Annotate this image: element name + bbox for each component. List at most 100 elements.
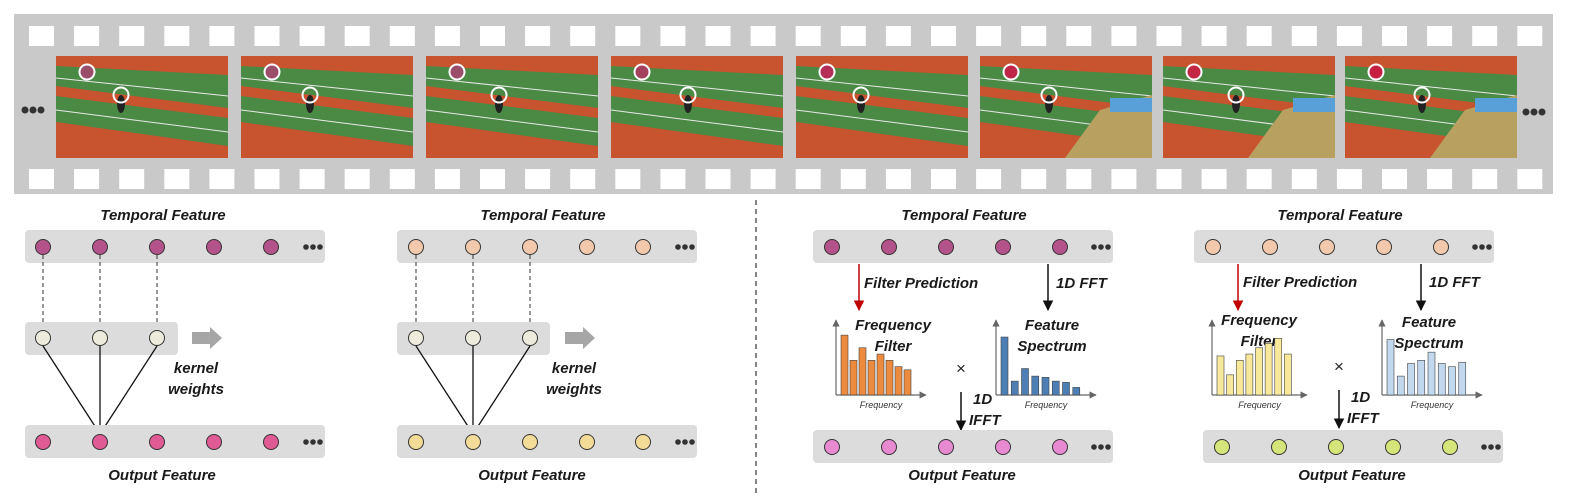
sprocket-hole xyxy=(750,26,776,46)
feature-node xyxy=(92,434,108,450)
feature-node xyxy=(824,239,840,255)
feature-node xyxy=(1262,239,1278,255)
feature-node xyxy=(881,239,897,255)
kernel-connectors xyxy=(415,345,531,435)
sprocket-hole xyxy=(480,169,505,189)
feature-node xyxy=(149,434,165,450)
lane-line xyxy=(795,77,969,97)
feature-node xyxy=(408,434,424,450)
chart-bar xyxy=(867,360,876,396)
feature-node xyxy=(1376,239,1392,255)
sprocket-hole xyxy=(705,26,731,46)
frame-thumbnail xyxy=(979,56,1153,158)
chart-bar xyxy=(903,369,912,396)
sprocket-hole xyxy=(344,169,370,189)
feature-spectrum-chart: Frequency xyxy=(1378,319,1483,410)
sprocket-hole xyxy=(74,169,100,189)
sprocket-hole xyxy=(344,26,370,46)
kernel-line xyxy=(415,345,474,435)
feature-node xyxy=(1271,439,1287,455)
tracking-circle xyxy=(818,63,836,81)
track-lane xyxy=(796,122,968,158)
tracking-circle xyxy=(679,86,697,104)
temporal-feature-nodes xyxy=(408,239,651,255)
chart-axis-label: Frequency xyxy=(1411,400,1454,410)
tracking-circle xyxy=(1227,86,1245,104)
dashed-connectors xyxy=(415,255,531,330)
tracking-circle xyxy=(78,63,96,81)
tracking-circle xyxy=(1040,86,1058,104)
tracking-circle xyxy=(852,86,870,104)
temporal-feature-label: Temporal Feature xyxy=(901,207,1026,224)
feature-node xyxy=(522,330,538,346)
lane-line xyxy=(1344,77,1518,97)
arrow-right-icon xyxy=(192,327,222,349)
frame-thumbnail xyxy=(1344,56,1518,158)
ellipsis-icon xyxy=(303,439,323,445)
chart-bar xyxy=(1000,336,1009,396)
feature-node xyxy=(995,239,1011,255)
output-feature-label: Output Feature xyxy=(908,467,1016,484)
feature-node xyxy=(35,239,51,255)
feature-node xyxy=(149,330,165,346)
chart-bar xyxy=(1417,360,1426,396)
athlete xyxy=(1418,95,1426,113)
kernel-line xyxy=(472,345,531,435)
sprocket-hole xyxy=(1291,26,1317,46)
track-lane xyxy=(1163,56,1335,75)
sprocket-hole xyxy=(299,169,325,189)
sprocket-hole xyxy=(119,26,145,46)
frame-thumbnail xyxy=(610,56,784,158)
kernel-line xyxy=(42,345,101,435)
chart-bar xyxy=(876,353,885,396)
output-feature-nodes xyxy=(1214,439,1458,455)
feature-node xyxy=(408,330,424,346)
tracking-circle xyxy=(1002,63,1020,81)
sprocket-hole xyxy=(1201,26,1227,46)
sprocket-hole xyxy=(209,169,235,189)
feature-node xyxy=(1205,239,1221,255)
temporal-feature-nodes xyxy=(35,239,279,255)
temporal-feature-row xyxy=(813,230,1113,263)
chart-bar xyxy=(1396,375,1405,396)
sprocket-hole xyxy=(615,26,641,46)
lane-line xyxy=(610,109,784,133)
temporal-feature-label: Temporal Feature xyxy=(480,207,605,224)
chart-bar xyxy=(1216,355,1225,396)
sprocket-hole xyxy=(29,26,54,46)
feature-node xyxy=(579,239,595,255)
feature-node xyxy=(465,239,481,255)
chart-bar xyxy=(1031,375,1040,396)
track-lane xyxy=(426,122,598,158)
sprocket-hole xyxy=(1156,26,1182,46)
frame-thumbnail xyxy=(425,56,599,158)
sprocket-hole xyxy=(976,26,1002,46)
track-lane xyxy=(241,56,413,75)
frequency-filter-chart: Frequency xyxy=(832,319,927,410)
track-lane xyxy=(241,122,413,158)
track-lane xyxy=(56,86,228,118)
sprocket-hole xyxy=(885,26,911,46)
chart-bar xyxy=(1427,351,1436,396)
chart-bar xyxy=(1458,361,1467,396)
temporal-feature-label: Temporal Feature xyxy=(100,207,225,224)
sprocket-hole xyxy=(525,26,551,46)
chart-bar xyxy=(1284,353,1292,396)
sprocket-hole xyxy=(1246,26,1272,46)
sprocket-hole xyxy=(29,169,54,189)
track-lane xyxy=(796,56,968,75)
feature-node xyxy=(938,239,954,255)
chart-bar xyxy=(1226,374,1234,396)
chart-bar xyxy=(1245,353,1254,396)
tracking-circle xyxy=(1185,63,1203,81)
feature-node xyxy=(465,434,481,450)
chart-bar xyxy=(858,347,867,396)
sprocket-hole xyxy=(480,26,505,46)
filter-prediction-label: Filter Prediction xyxy=(1243,274,1357,291)
feature-node xyxy=(881,439,897,455)
